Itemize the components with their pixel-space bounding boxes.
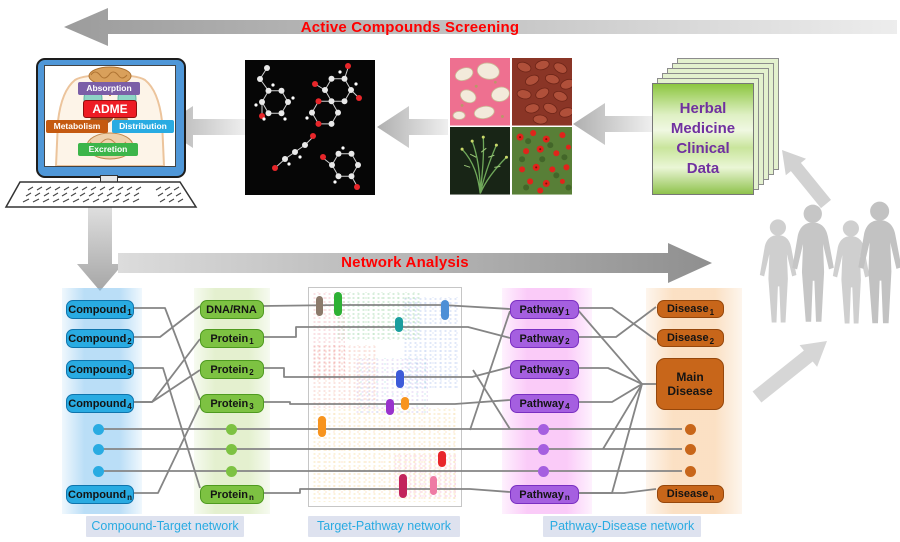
pathway-ellipsis-dot: [538, 444, 549, 455]
adme-badge: ADME: [83, 100, 137, 118]
map-marker: [399, 474, 407, 498]
dried-herbs-photo: [450, 58, 511, 126]
analysis-arrow-label: Network Analysis: [341, 254, 469, 271]
metabolism-badge: Metabolism: [46, 120, 108, 133]
people-to-stack-arrow: [782, 150, 831, 209]
compound-ellipsis-dot: [93, 424, 104, 435]
pathway-map-texture: [336, 292, 420, 341]
target-node-dna-rna: DNA/RNA: [200, 300, 264, 319]
map-marker: [386, 399, 394, 415]
pathway-ellipsis-dot: [538, 424, 549, 435]
herb-photos-grid: [450, 58, 572, 195]
disease-ellipsis-dot: [685, 424, 696, 435]
disease-ellipsis-dot: [685, 466, 696, 477]
map-marker: [441, 300, 449, 320]
stack-to-photos-arrow: [573, 103, 652, 145]
stack-text-line: Data: [686, 160, 720, 177]
map-marker: [401, 397, 409, 410]
compound-target-network-label: Compound-Target network: [86, 516, 244, 537]
compound-ellipsis-dot: [93, 444, 104, 455]
red-seeds-photo: [511, 58, 572, 126]
target-ellipsis-dot: [226, 424, 237, 435]
map-marker: [334, 292, 342, 316]
map-marker: [318, 416, 326, 437]
absorption-badge: Absorption: [78, 82, 140, 95]
pathway-ellipsis-dot: [538, 466, 549, 477]
main-disease-node: Main Disease: [656, 358, 724, 410]
compound-ellipsis-dot: [93, 466, 104, 477]
map-marker: [316, 296, 323, 316]
green-plant-photo: [450, 127, 511, 195]
map-marker: [438, 451, 446, 467]
herbal-data-front-page: Herbal Medicine Clinical Data: [652, 83, 754, 195]
screening-arrow: [64, 8, 897, 46]
network-analysis-arrow: [118, 243, 712, 283]
computer-to-network-arrow: [77, 205, 123, 291]
photos-to-molecules-arrow: [377, 106, 448, 148]
red-flowers-photo: [511, 127, 572, 195]
map-marker: [396, 370, 404, 388]
excretion-badge: Excretion: [78, 143, 138, 156]
target-ellipsis-dot: [226, 466, 237, 477]
pathway-disease-network-label: Pathway-Disease network: [543, 516, 701, 537]
target-ellipsis-dot: [226, 444, 237, 455]
molecule-structures-image: [245, 60, 375, 195]
stack-text-line: Herbal: [679, 100, 727, 117]
disease-ellipsis-dot: [685, 444, 696, 455]
network-to-people-arrow: [752, 341, 827, 403]
stack-text-line: Medicine: [670, 120, 736, 137]
distribution-badge: Distribution: [112, 120, 174, 133]
target-pathway-network-label: Target-Pathway network: [308, 516, 460, 537]
map-marker: [430, 476, 437, 495]
stack-text-line: Clinical: [676, 140, 730, 157]
screening-arrow-label: Active Compounds Screening: [300, 19, 520, 36]
keyboard-icon: [4, 181, 198, 208]
map-marker: [395, 317, 403, 332]
